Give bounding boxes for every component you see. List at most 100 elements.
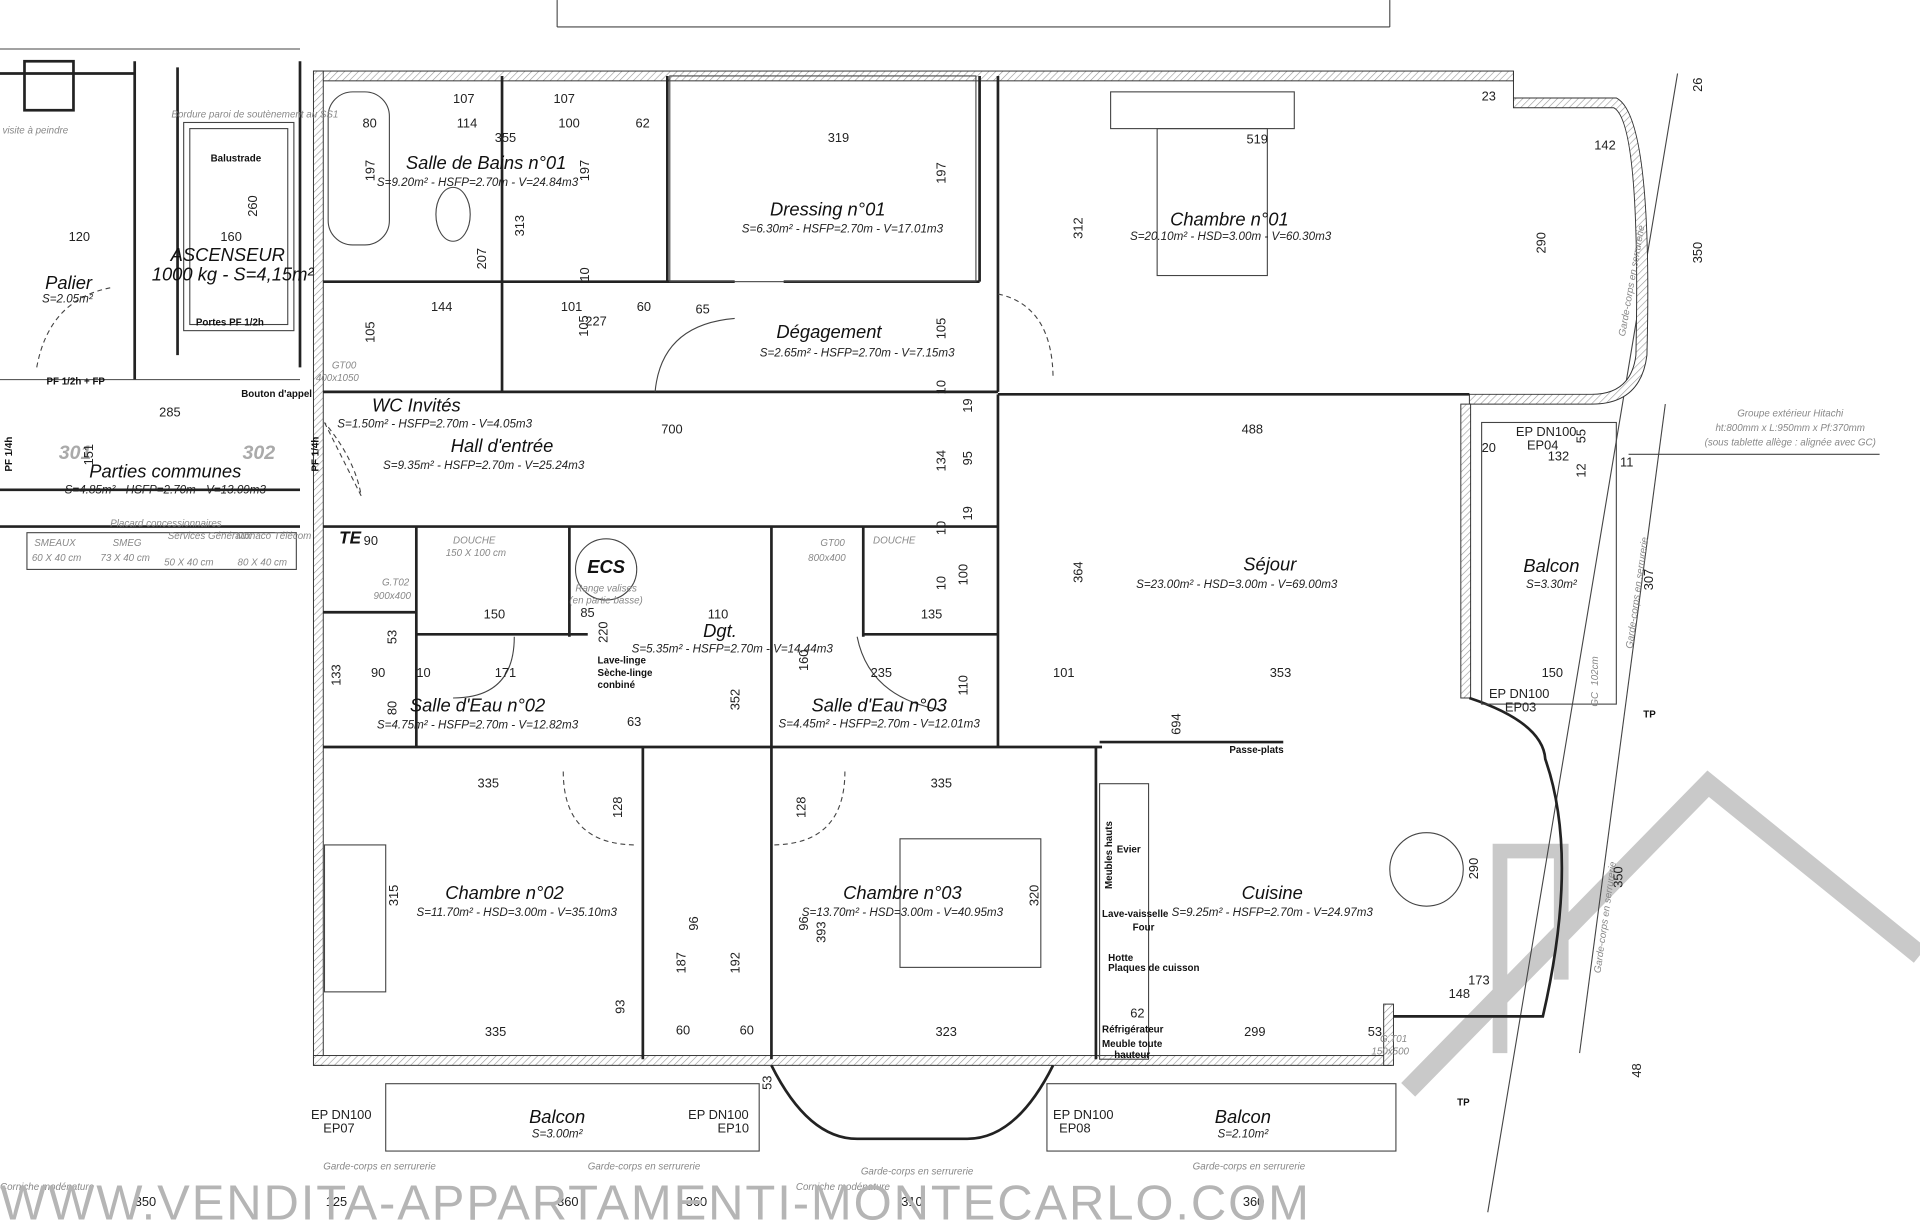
dimension-label: 360 [686, 1194, 707, 1209]
label: Plaques de cuisson [1108, 963, 1199, 974]
hitachi-note: Groupe extérieur Hitachi [1737, 408, 1844, 419]
dimension-label: 173 [1468, 973, 1489, 988]
dimension-label: 53 [759, 1076, 774, 1090]
label: TP [1643, 710, 1656, 721]
room-area: S=4.85m² - HSFP=2.70m - V=13.09m3 [65, 484, 267, 497]
room-name-dressing: Dressing n°01 [770, 199, 886, 220]
drain-label: EP DN100 [311, 1107, 371, 1122]
label: GT00 [820, 538, 845, 549]
dimension-label: 187 [674, 952, 689, 973]
label: 150x500 [1371, 1046, 1409, 1057]
label: hauteur [1114, 1050, 1150, 1061]
dimension-label: 80 [362, 115, 376, 130]
dimension-label: 144 [431, 299, 452, 314]
drain-label: EP DN100 [1516, 424, 1576, 439]
dimension-label: 107 [553, 91, 574, 106]
label: DOUCHE [873, 536, 916, 547]
label: TP [1457, 1098, 1470, 1109]
room-name-degagement: Dégagement [776, 321, 882, 342]
label: 400x1050 [316, 373, 360, 384]
label: 102cm [1590, 656, 1601, 685]
dimension-label: 10 [933, 521, 948, 535]
dimension-label: 53 [1368, 1024, 1382, 1039]
dimension-label: 10 [933, 380, 948, 394]
label: 150 X 100 cm [446, 548, 506, 559]
dimension-label: 20 [1482, 440, 1496, 455]
room-area: S=13.70m² - HSD=3.00m - V=40.95m3 [802, 906, 1004, 919]
room-name-cuisine: Cuisine [1242, 882, 1303, 903]
room-name-salle-eau-02: Salle d'Eau n°02 [410, 694, 545, 715]
label: G.T01 [1380, 1034, 1407, 1045]
building-structure [0, 0, 1679, 1213]
dimension-label: 60 [637, 299, 651, 314]
label: 80 X 40 cm [238, 558, 287, 569]
label: Garde-corps en serrurerie [861, 1166, 974, 1177]
room-area: S=4.75m² - HSFP=2.70m - V=12.82m3 [377, 719, 579, 732]
dimension-label: 142 [1594, 137, 1615, 152]
dimension-label: 320 [1026, 885, 1041, 906]
drain-label: EP DN100 [1053, 1107, 1113, 1122]
dimension-label: 120 [69, 229, 90, 244]
dimension-label: 105 [933, 318, 948, 339]
drain-label: EP03 [1505, 699, 1536, 714]
hitachi-note: ht:800mm x L:950mm x Pf:370mm [1715, 423, 1865, 434]
walls [0, 59, 1649, 1152]
dimension-label: 125 [326, 1194, 347, 1209]
room-name-wc: WC Invités [372, 394, 461, 415]
room-name-chambre-03: Chambre n°03 [843, 882, 962, 903]
room-name-balcon-sud-2: Balcon [1215, 1106, 1271, 1127]
label: Bouton d'appel [241, 389, 312, 400]
dimension-label: 11 [1620, 455, 1633, 470]
dimension-label: 133 [328, 664, 343, 685]
label: Lave-vaisselle [1102, 909, 1169, 920]
dimension-label: 220 [595, 621, 610, 642]
dimension-label: 353 [1270, 665, 1291, 680]
dimension-label: 171 [495, 665, 516, 680]
dimension-label: 360 [1243, 1194, 1264, 1209]
dimension-label: 150 [1542, 665, 1563, 680]
room-name-parties-communes: Parties communes [89, 461, 241, 482]
dimension-label: 132 [1548, 448, 1569, 463]
room-area: S=4.45m² - HSFP=2.70m - V=12.01m3 [779, 717, 981, 730]
label: Placard concessionnaires [110, 519, 222, 530]
dimension-label: 151 [81, 444, 96, 465]
room-area: S=9.20m² - HSFP=2.70m - V=24.84m3 [377, 176, 579, 189]
dimension-label: 96 [796, 916, 811, 930]
room-area: S=2.10m² [1217, 1128, 1269, 1141]
label: Hotte [1108, 953, 1134, 964]
dimension-label: 12 [1574, 463, 1589, 477]
label: Passe-plats [1229, 745, 1284, 756]
dimension-label: 227 [585, 314, 606, 329]
dimension-label: 335 [478, 775, 499, 790]
dimension-label: 350 [1690, 242, 1705, 263]
dimension-label: 310 [901, 1194, 922, 1209]
dimension-label: 110 [955, 675, 970, 695]
dimension-label: 93 [612, 1000, 627, 1014]
room-name-ascenseur: ASCENSEUR [170, 244, 285, 265]
room-name-ecs: ECS [587, 556, 626, 577]
dimension-label: 192 [728, 952, 743, 973]
watermark-logo [1401, 770, 1920, 1097]
label: Corniche modénature [796, 1182, 891, 1193]
room-area: S=9.25m² - HSFP=2.70m - V=24.97m3 [1172, 906, 1374, 919]
dimension-label: 107 [453, 91, 474, 106]
dimension-label: 90 [364, 533, 378, 548]
label: Meuble toute [1102, 1039, 1163, 1050]
room-name-palier: Palier [45, 272, 93, 293]
room-area: S=20.10m² - HSD=3.00m - V=60.30m3 [1130, 230, 1332, 243]
dimension-label: 290 [1466, 858, 1481, 879]
room-name-chambre-02: Chambre n°02 [445, 882, 564, 903]
dimension-label: 100 [955, 564, 970, 585]
dimension-label: 197 [363, 160, 378, 181]
dimension-label: 160 [796, 650, 811, 671]
room-name-salle-de-bains-01: Salle de Bains n°01 [406, 152, 566, 173]
drain-label: EP DN100 [688, 1107, 748, 1122]
dimension-label: 312 [1070, 217, 1085, 238]
dimension-label: 53 [385, 630, 400, 644]
dimension-label: 55 [1574, 429, 1589, 443]
label: Portes PF 1/2h [196, 318, 264, 329]
dimension-label: 313 [512, 215, 527, 236]
dimension-label: 105 [576, 315, 591, 336]
label: Bordure paroi de soutènement au SS1 [171, 110, 338, 121]
